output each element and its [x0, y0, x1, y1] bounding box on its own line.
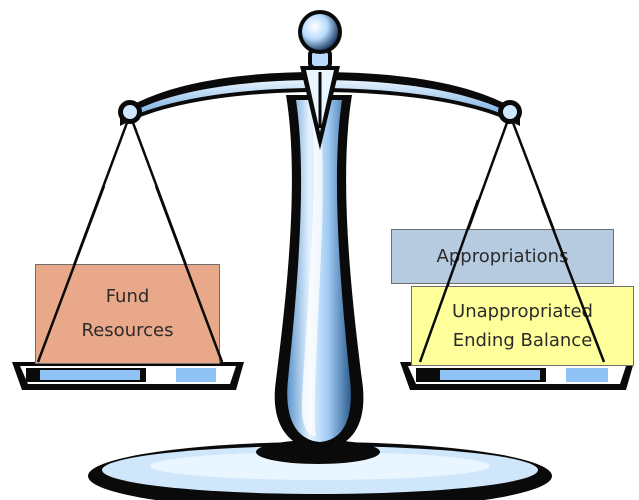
unappropriated-label-line2: Ending Balance: [452, 330, 593, 351]
unappropriated-label-line1: Unappropriated: [452, 301, 593, 322]
fund-resources-label-line2: Resources: [81, 320, 174, 341]
right-pan: [400, 362, 634, 390]
fund-resources-box: Fund Resources: [35, 264, 220, 364]
appropriations-box: Appropriations: [391, 229, 614, 284]
scale-pillar: [274, 95, 364, 450]
left-pan: [12, 362, 244, 390]
appropriations-label: Appropriations: [436, 245, 569, 267]
scale-pointer: [300, 66, 340, 150]
scale-beam: [118, 72, 522, 126]
unappropriated-ending-balance-box: Unappropriated Ending Balance: [411, 286, 634, 366]
fund-resources-label-line1: Fund: [105, 286, 150, 307]
scale-top-knob: [298, 10, 342, 68]
scale-base: [88, 440, 552, 500]
